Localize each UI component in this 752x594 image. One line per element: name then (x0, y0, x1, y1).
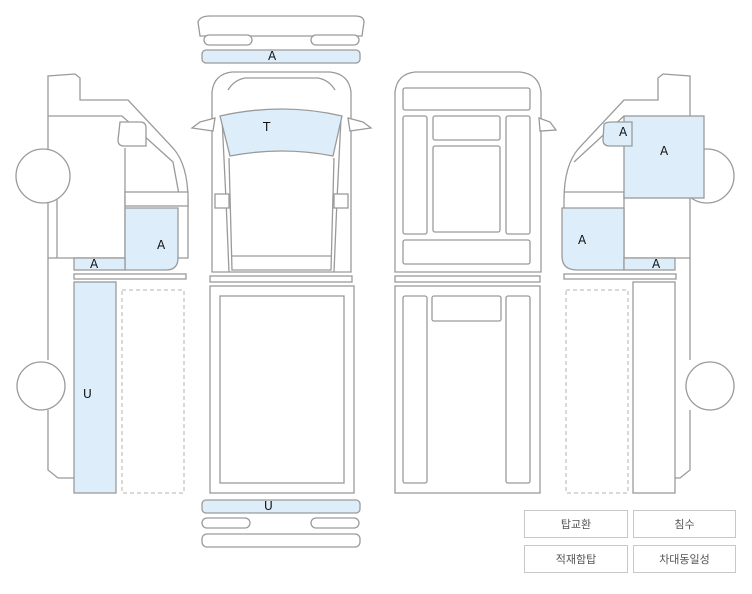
right-lower-zone[interactable] (561, 207, 625, 271)
left-sill-zone-label: A (90, 257, 99, 271)
legend-cargo-top: 적재함탑 (524, 545, 628, 573)
left-upper-zone[interactable] (124, 207, 179, 271)
rear-cab (394, 71, 558, 273)
legend-top-replacement: 탑교환 (524, 510, 628, 538)
right-pillar-zone[interactable] (602, 121, 633, 147)
rear-bumper-zone[interactable] (201, 499, 361, 514)
roof-top-zone[interactable] (201, 49, 361, 64)
windshield-zone[interactable] (219, 108, 343, 157)
left-upper-zone-label: A (157, 238, 166, 252)
right-sill-zone[interactable] (623, 257, 676, 271)
left-sill-zone[interactable] (73, 257, 126, 271)
rear-bumper-part (201, 517, 251, 529)
rear-bumper-step (201, 533, 361, 548)
rear-bumper-part (310, 517, 360, 529)
legend-chassis-identity: 차대동일성 (633, 545, 736, 573)
windshield-zone-label: T (262, 120, 271, 134)
right-sill-zone-label: A (652, 257, 661, 271)
left-cargo-zone[interactable] (73, 281, 117, 494)
right-door-zone-label: A (660, 144, 669, 158)
right-door-zone[interactable] (623, 115, 705, 199)
left-cargo-zone-label: U (83, 387, 92, 401)
front-cargo-box (209, 275, 355, 494)
rear-cargo-floor (394, 275, 541, 494)
right-pillar-zone-label: A (619, 125, 628, 139)
front-cab (190, 71, 373, 273)
top-front-bumper (197, 15, 365, 46)
legend-flooding: 침수 (633, 510, 736, 538)
right-lower-zone-label: A (578, 233, 587, 247)
right-side-chassis (563, 258, 735, 494)
roof-top-zone-label: A (268, 49, 277, 63)
rear-bumper-zone-label: U (264, 499, 273, 513)
left-side-chassis (16, 258, 187, 494)
